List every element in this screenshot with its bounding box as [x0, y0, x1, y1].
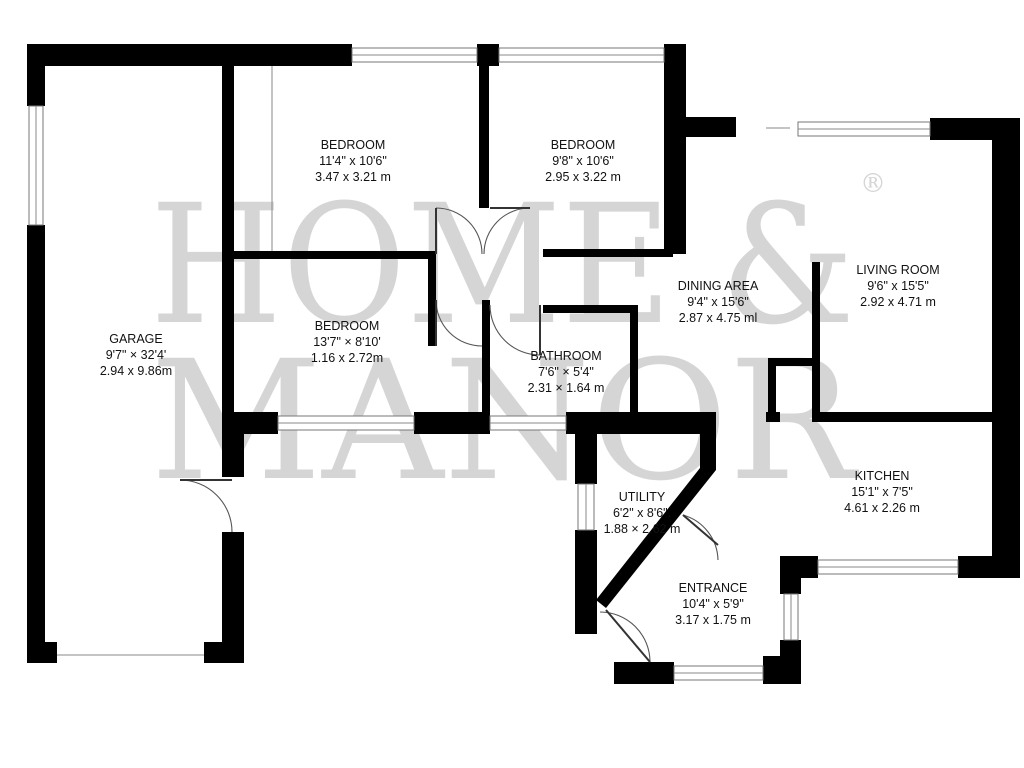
kitchen-imperial: 15'1" x 7'5"	[851, 485, 913, 499]
garage-label: GARAGE 9'7" × 32'4' 2.94 x 9.86m	[100, 332, 172, 378]
living-right-wall	[992, 118, 1020, 578]
bathroom-name: BATHROOM	[530, 349, 601, 363]
bedroom2-right-wall	[664, 44, 686, 254]
bedroom3-bottom-wall-left	[222, 412, 278, 434]
bedroom1-imperial: 11'4" x 10'6"	[319, 154, 387, 168]
entrance-right-wall-post	[780, 556, 801, 594]
dining-imperial: 9'4" x 15'6"	[687, 295, 749, 309]
bedroom2-metric: 2.95 x 3.22 m	[545, 170, 621, 184]
dining-metric: 2.87 x 4.75 ml	[679, 311, 758, 325]
hall-left-wall	[428, 251, 436, 346]
dining-name: DINING AREA	[678, 279, 759, 293]
garage-metric: 2.94 x 9.86m	[100, 364, 172, 378]
entrance-bottom-left	[614, 662, 674, 684]
utility-left-wall-lower	[575, 530, 597, 634]
bedroom1-label: BEDROOM 11'4" x 10'6" 3.47 x 3.21 m	[315, 138, 391, 184]
living-box-left	[768, 358, 776, 422]
windows	[28, 47, 959, 681]
entrance-name: ENTRANCE	[679, 581, 748, 595]
bedroom1-right-wall	[479, 60, 489, 208]
bedroom2-right-notch	[664, 117, 736, 137]
living-imperial: 9'6" x 15'5"	[867, 279, 929, 293]
garage-bottom-left-stub	[27, 642, 57, 663]
entrance-metric: 3.17 x 1.75 m	[675, 613, 751, 627]
entrance-imperial: 10'4" x 5'9"	[682, 597, 744, 611]
bathroom-right-wall	[630, 305, 638, 425]
bedroom1-door	[435, 207, 483, 255]
garage-imperial: 9'7" × 32'4'	[106, 348, 167, 362]
bedroom3-metric: 1.16 x 2.72m	[311, 351, 383, 365]
kitchen-top-wall-right	[820, 412, 1020, 422]
utility-left-wall-upper	[575, 434, 597, 484]
registered-mark: ®	[860, 169, 886, 199]
utility-label: UTILITY 6'2" x 8'6". 1.88 × 2.62 m	[604, 490, 681, 536]
bathroom-metric: 2.31 × 1.64 m	[528, 381, 605, 395]
bedroom1-name: BEDROOM	[321, 138, 386, 152]
bathroom-bottom-wall	[566, 412, 716, 434]
utility-right-wall	[596, 412, 716, 608]
bathroom-top-wall	[543, 305, 638, 313]
bathroom-door	[489, 304, 541, 356]
walls	[27, 44, 1020, 684]
utility-door	[682, 514, 719, 561]
bedroom2-bottom-wall	[543, 249, 673, 257]
garage-name: GARAGE	[109, 332, 163, 346]
hall-right-wall	[482, 300, 490, 420]
kitchen-metric: 4.61 x 2.26 m	[844, 501, 920, 515]
kitchen-name: KITCHEN	[855, 469, 910, 483]
bedroom3-imperial: 13'7" × 8'10'	[313, 335, 381, 349]
room-labels: BEDROOM 11'4" x 10'6" 3.47 x 3.21 m BEDR…	[100, 138, 940, 627]
living-partition	[812, 262, 820, 422]
garage-top-wall	[27, 44, 235, 66]
doors	[179, 207, 719, 663]
garage-right-wall-upper	[222, 44, 234, 432]
living-metric: 2.92 x 4.71 m	[860, 295, 936, 309]
garage-left-wall-lower	[27, 225, 45, 663]
garage-right-wall-lower	[222, 532, 244, 663]
bedroom1-metric: 3.47 x 3.21 m	[315, 170, 391, 184]
entrance-label: ENTRANCE 10'4" x 5'9" 3.17 x 1.75 m	[675, 581, 751, 627]
living-name: LIVING ROOM	[856, 263, 939, 277]
bathroom-label: BATHROOM 7'6" × 5'4" 2.31 × 1.64 m	[528, 349, 605, 395]
utility-imperial: 6'2" x 8'6".	[613, 506, 671, 520]
bedroom2-label: BEDROOM 9'8" x 10'6" 2.95 x 3.22 m	[545, 138, 621, 184]
bedroom2-imperial: 9'8" x 10'6"	[552, 154, 614, 168]
bedroom3-label: BEDROOM 13'7" × 8'10' 1.16 x 2.72m	[311, 319, 383, 365]
utility-name: UTILITY	[619, 490, 666, 504]
bathroom-imperial: 7'6" × 5'4"	[538, 365, 594, 379]
bedroom3-bottom-wall-right	[414, 412, 490, 434]
watermark: HOME & MANOR ®	[150, 169, 886, 517]
watermark-line1: HOME &	[150, 169, 855, 361]
kitchen-label: KITCHEN 15'1" x 7'5" 4.61 x 2.26 m	[844, 469, 920, 515]
living-label: LIVING ROOM 9'6" x 15'5" 2.92 x 4.71 m	[856, 263, 939, 309]
living-box-top	[768, 358, 820, 366]
entrance-right-wall-lower	[780, 640, 801, 684]
bedrooms-top-wall-left	[222, 44, 352, 66]
bedroom3-name: BEDROOM	[315, 319, 380, 333]
garage-left-wall-upper	[27, 44, 45, 106]
dining-label: DINING AREA 9'4" x 15'6" 2.87 x 4.75 ml	[678, 279, 759, 325]
bedroom2-name: BEDROOM	[551, 138, 616, 152]
bedroom1-bottom-wall	[222, 251, 434, 259]
utility-metric: 1.88 × 2.62 m	[604, 522, 681, 536]
